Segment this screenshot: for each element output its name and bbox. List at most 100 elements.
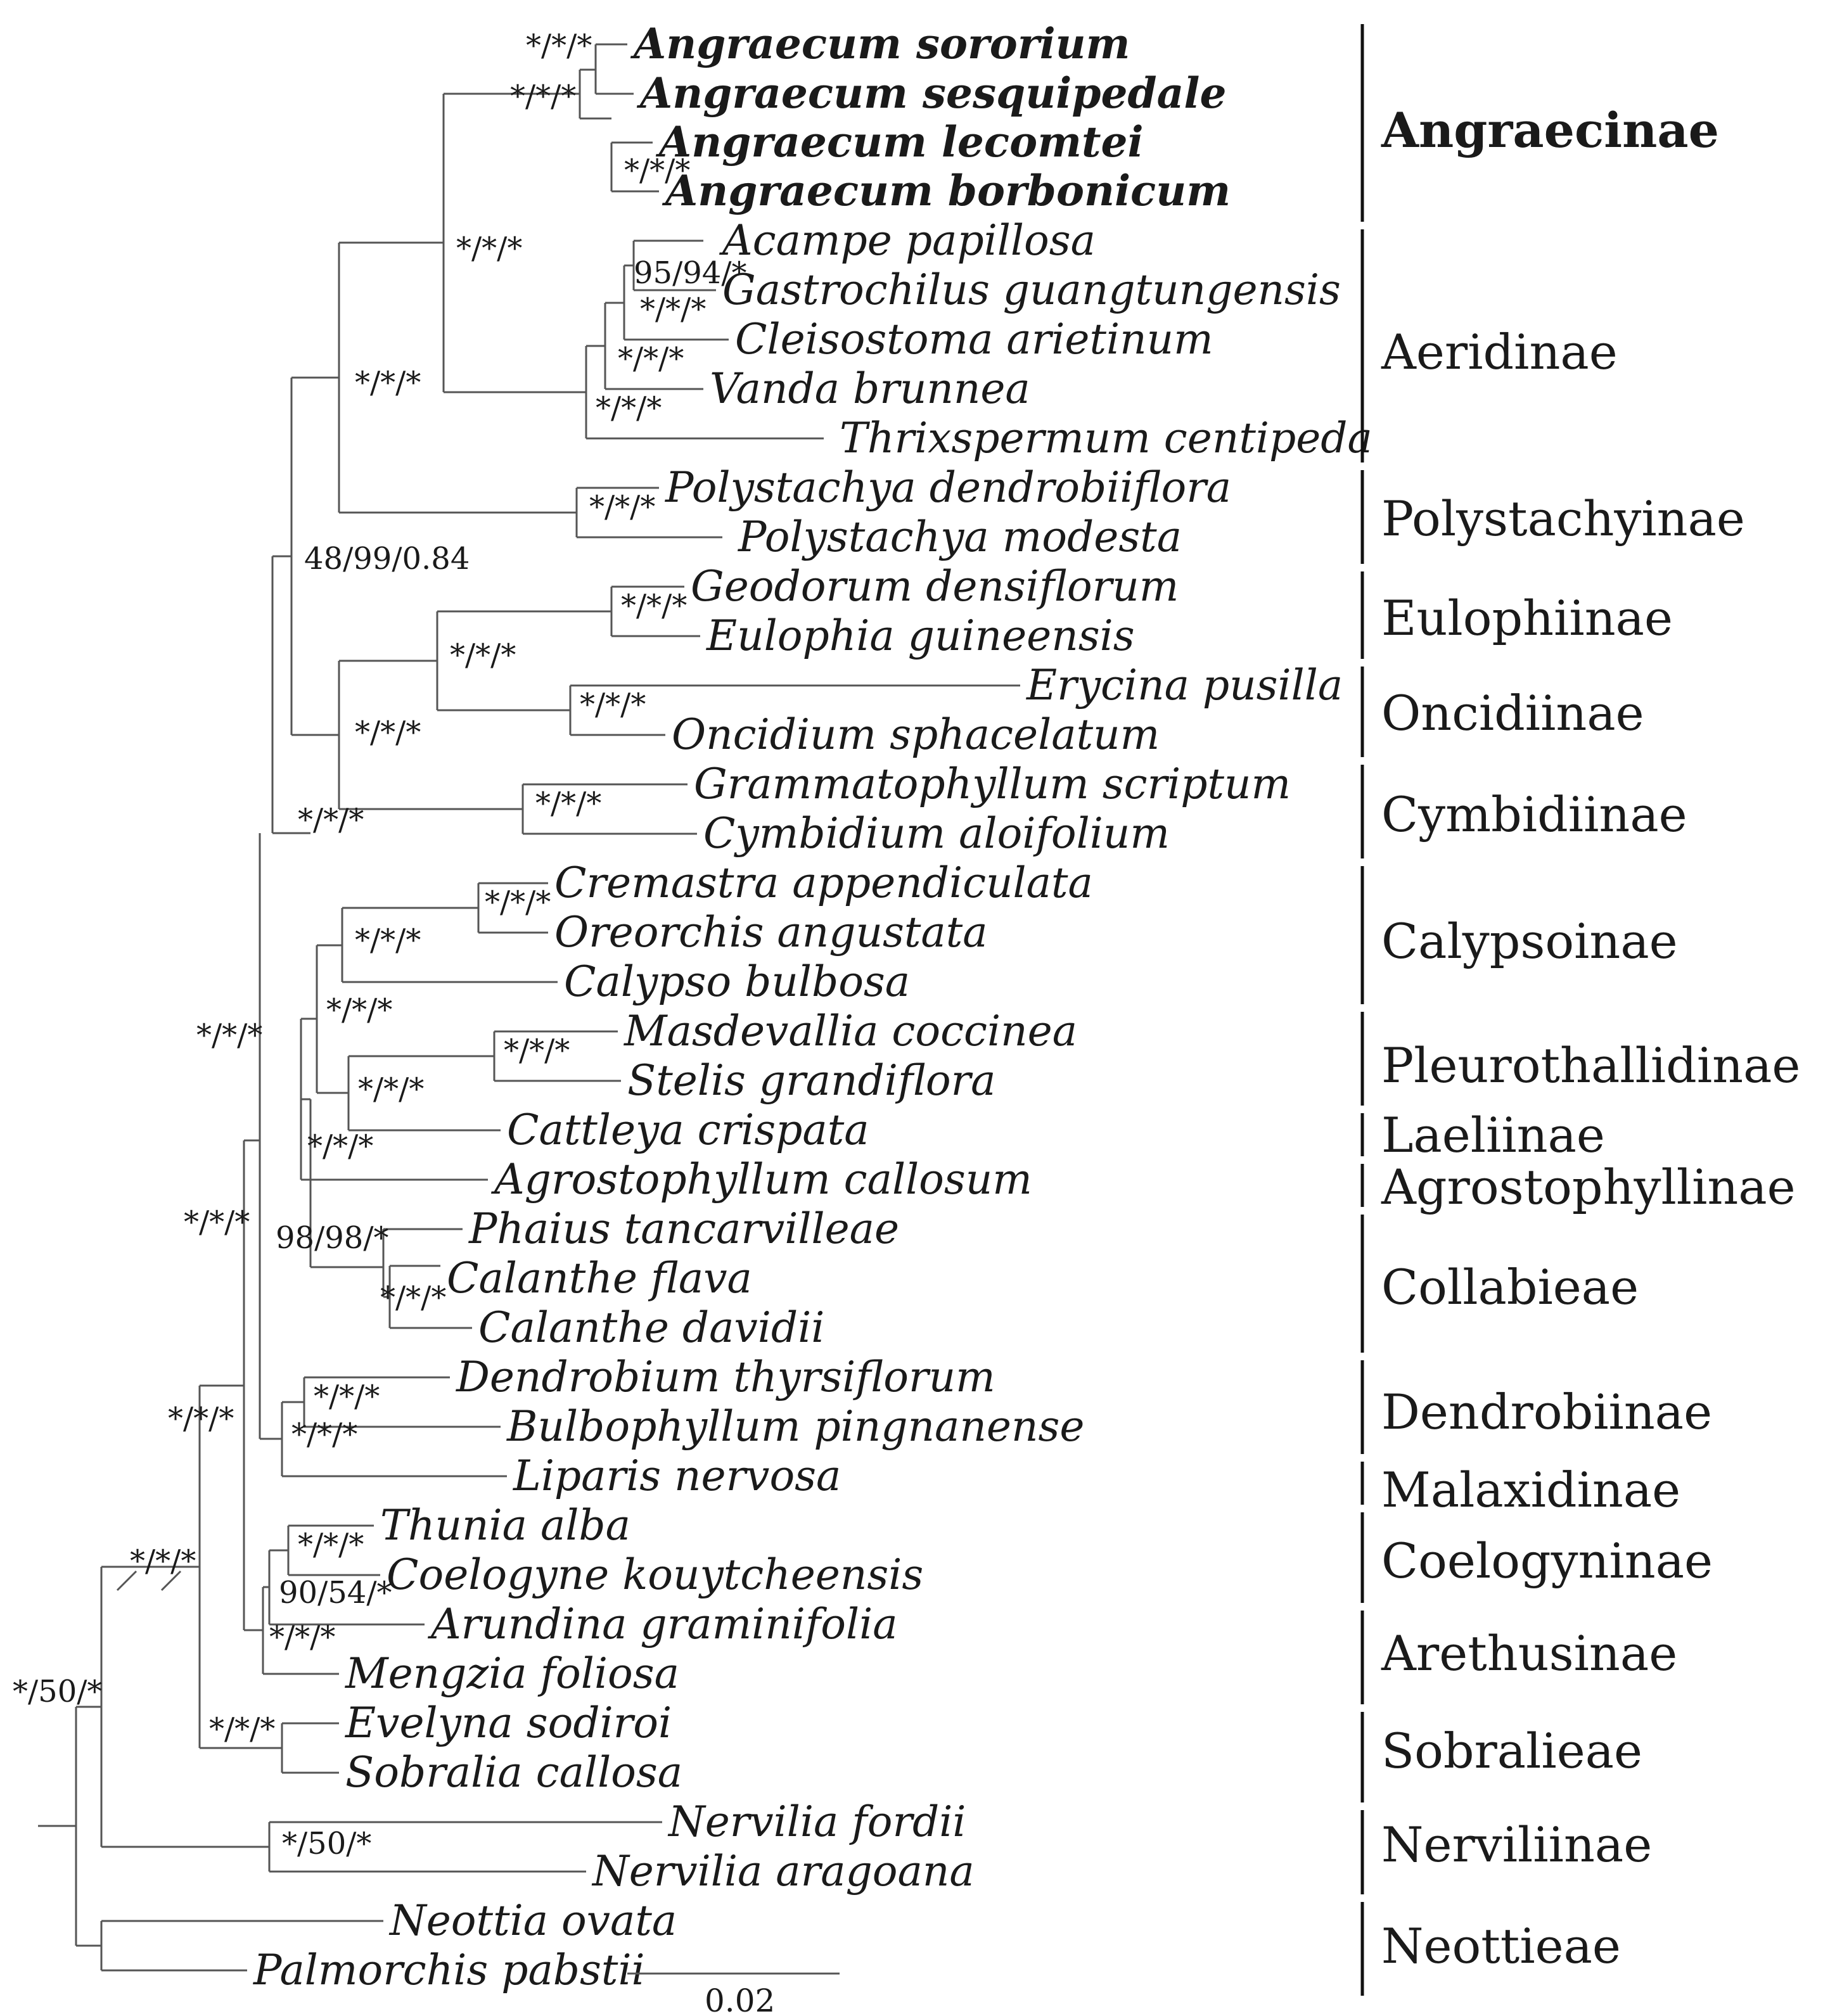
taxon-label: Calanthe flava — [447, 1254, 752, 1303]
taxon-label: Nervilia fordii — [667, 1797, 966, 1846]
support-value: */*/* — [618, 341, 684, 376]
taxon-label: Cremastra appendiculata — [554, 858, 1093, 907]
taxon-label: Mengzia foliosa — [345, 1649, 679, 1698]
taxon-label: Cymbidium aloifolium — [703, 809, 1170, 858]
taxon-label: Stelis grandiflora — [627, 1056, 996, 1105]
support-value: 95/94/* — [634, 255, 747, 291]
group-label: Coelogyninae — [1381, 1533, 1713, 1589]
taxon-label: Angraecum sesquipedale — [636, 68, 1226, 118]
group-label: Cymbidiinae — [1381, 786, 1687, 843]
group-label: Agrostophyllinae — [1381, 1159, 1796, 1215]
support-value: */*/* — [168, 1401, 234, 1436]
support-value: */*/* — [291, 1417, 357, 1452]
taxon-label: Cleisostoma arietinum — [735, 315, 1213, 364]
taxon-label: Acampe papillosa — [719, 216, 1096, 265]
taxon-label: Calanthe davidii — [478, 1303, 824, 1352]
support-value: 48/99/0.84 — [304, 541, 470, 577]
support-value: */*/* — [269, 1619, 335, 1655]
group-label: Arethusinae — [1381, 1625, 1677, 1681]
support-value: */*/* — [450, 637, 516, 673]
taxon-label: Vanda brunnea — [710, 364, 1030, 413]
group-label: Polystachyinae — [1381, 490, 1745, 547]
support-value: */*/* — [526, 28, 592, 63]
taxon-label: Arundina graminifolia — [427, 1600, 898, 1649]
taxon-label: Calypso bulbosa — [564, 957, 910, 1006]
taxon-label: Eulophia guineensis — [706, 611, 1135, 660]
support-value: */*/* — [621, 588, 687, 623]
taxon-label: Masdevallia coccinea — [624, 1007, 1077, 1056]
taxon-label: Agrostophyllum callosum — [490, 1155, 1032, 1204]
taxon-label: Polystachya dendrobiiflora — [665, 463, 1231, 512]
group-label: Sobralieae — [1381, 1723, 1642, 1779]
group-label: Oncidiinae — [1381, 685, 1644, 741]
taxon-label: Grammatophyllum scriptum — [694, 760, 1291, 808]
taxon-label: Dendrobium thyrsiflorum — [456, 1353, 995, 1401]
taxon-label: Bulbophyllum pingnanense — [506, 1402, 1084, 1451]
group-label: Dendrobiinae — [1381, 1384, 1712, 1440]
taxon-label: Cattleya crispata — [507, 1106, 869, 1154]
taxon-label: Angraecum sororium — [630, 19, 1130, 68]
taxon-label: Erycina pusilla — [1026, 661, 1343, 710]
support-value: */*/* — [596, 390, 662, 426]
support-value: */*/* — [580, 687, 646, 722]
taxon-label: Thrixspermum centipeda — [840, 414, 1372, 463]
support-value: */*/* — [314, 1379, 380, 1414]
support-value: */*/* — [358, 1071, 424, 1107]
taxon-label: Gastrochilus guangtungensis — [722, 265, 1341, 314]
group-label: Nerviliinae — [1381, 1816, 1652, 1873]
taxon-label: Geodorum densiflorum — [691, 562, 1179, 611]
taxon-label: Oncidium sphacelatum — [672, 710, 1160, 759]
support-value: */*/* — [355, 365, 421, 400]
support-value: 90/54/* — [279, 1575, 392, 1611]
group-label: Aeridinae — [1381, 324, 1618, 380]
support-value: */*/* — [589, 489, 655, 525]
support-value: */*/* — [355, 922, 421, 958]
group-label: Pleurothallidinae — [1381, 1037, 1800, 1094]
support-value: */*/* — [624, 153, 690, 188]
support-value: */*/* — [130, 1543, 196, 1579]
tree-branch — [160, 1570, 182, 1592]
taxon-label: Evelyna sodiroi — [345, 1699, 672, 1747]
taxon-label: Angraecum borbonicum — [662, 166, 1231, 215]
support-value: */*/* — [196, 1018, 262, 1053]
support-value: */*/* — [485, 884, 551, 920]
taxon-labels: Angraecum sororium Angraecum sesquipedal… — [253, 19, 1372, 1994]
taxon-label: Angraecum lecomtei — [655, 117, 1144, 167]
taxon-label: Oreorchis angustata — [554, 908, 988, 957]
support-value: */*/* — [510, 79, 576, 114]
support-labels: */*/* */*/* */*/* */*/* 95/94/* */*/* */… — [13, 28, 747, 1861]
support-value: */*/* — [184, 1204, 250, 1240]
taxon-label: Polystachya modesta — [738, 513, 1182, 561]
support-value: */*/* — [456, 231, 522, 266]
group-label: Collabieae — [1381, 1259, 1639, 1315]
support-value: */*/* — [298, 1527, 364, 1562]
group-label: Angraecinae — [1381, 102, 1719, 158]
support-value: */50/* — [282, 1826, 371, 1861]
taxon-label: Coelogyne kouytcheensis — [387, 1550, 923, 1599]
support-value: */*/* — [535, 786, 601, 821]
clade-groups: Angraecinae Aeridinae Polystachyinae Eul… — [1360, 24, 1800, 1996]
support-value: */*/* — [209, 1711, 275, 1747]
taxon-label: Liparis nervosa — [513, 1451, 841, 1500]
group-label: Malaxidinae — [1381, 1462, 1680, 1518]
support-value: */*/* — [298, 802, 364, 838]
scale-bar: 0.02 — [627, 1972, 840, 2016]
group-label: Calypsoinae — [1381, 913, 1678, 969]
group-label: Laeliinae — [1381, 1107, 1605, 1163]
taxon-label: Sobralia callosa — [345, 1748, 682, 1797]
support-value: */*/* — [307, 1128, 373, 1164]
taxon-label: Palmorchis pabstii — [253, 1946, 645, 1994]
taxon-label: Nervilia aragoana — [591, 1847, 975, 1896]
taxon-label: Neottia ovata — [388, 1896, 677, 1945]
support-value: */50/* — [13, 1674, 102, 1709]
support-value: */*/* — [504, 1033, 570, 1068]
support-value: 98/98/* — [276, 1220, 389, 1256]
tree-branch — [116, 1570, 138, 1592]
scale-bar-label: 0.02 — [705, 1982, 775, 2016]
taxon-label: Thunia alba — [380, 1501, 630, 1550]
support-value: */*/* — [355, 715, 421, 750]
group-label: Eulophiinae — [1381, 590, 1673, 646]
group-label: Neottieae — [1381, 1918, 1621, 1974]
support-value: */*/* — [326, 992, 392, 1028]
